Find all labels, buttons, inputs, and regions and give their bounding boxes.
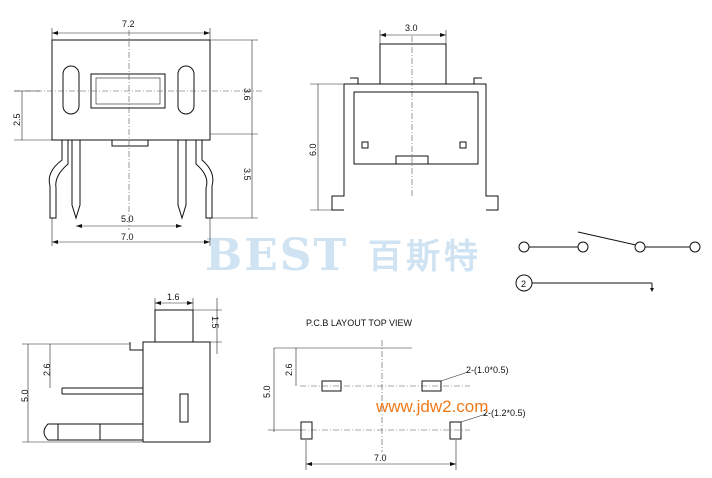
profile-view: 1.6 1.5 5.0 2.6 [20,292,222,443]
side-view: 3.0 6.0 [308,23,499,211]
pcb-layout: P.C.B LAYOUT TOP VIEW 5.0 2.6 2-(1.0*0.5… [262,318,526,470]
pcb-hole-label-2: 2-(1.2*0.5) [483,408,526,418]
dim-height-body: 3.6 [242,88,252,101]
dim-lead-span: 5.0 [121,214,134,224]
front-view: 7.2 3.6 3.5 2.5 5.0 7.0 [12,19,262,246]
dim-actuator-width-profile: 1.6 [167,292,180,302]
pcb-hole-label-1: 2-(1.0*0.5) [466,365,509,375]
dim-outer-span: 7.0 [121,232,134,242]
dim-width-top: 7.2 [122,19,135,29]
pcb-dim-span: 7.0 [374,453,387,463]
watermark-brand: BEST [205,230,348,281]
watermark-brand-cn: 百斯特 [368,237,482,277]
watermark-url: www.jdw2.com [375,397,488,416]
dim-total-height: 6.0 [308,143,318,156]
dim-actuator-width: 3.0 [405,23,418,33]
pin-number: 2 [521,279,526,289]
pcb-layout-title: P.C.B LAYOUT TOP VIEW [306,318,413,328]
dim-lead-length: 3.5 [242,168,252,181]
dim-height-side: 2.5 [12,113,22,126]
switch-schematic: 2 [515,231,701,292]
dim-lead-height-profile: 2.6 [42,363,52,376]
dim-body-height-profile: 5.0 [20,389,30,402]
pcb-dim-row-offset: 2.6 [284,363,294,376]
pcb-dim-total-height: 5.0 [262,385,272,398]
dim-actuator-height: 1.5 [210,316,220,329]
